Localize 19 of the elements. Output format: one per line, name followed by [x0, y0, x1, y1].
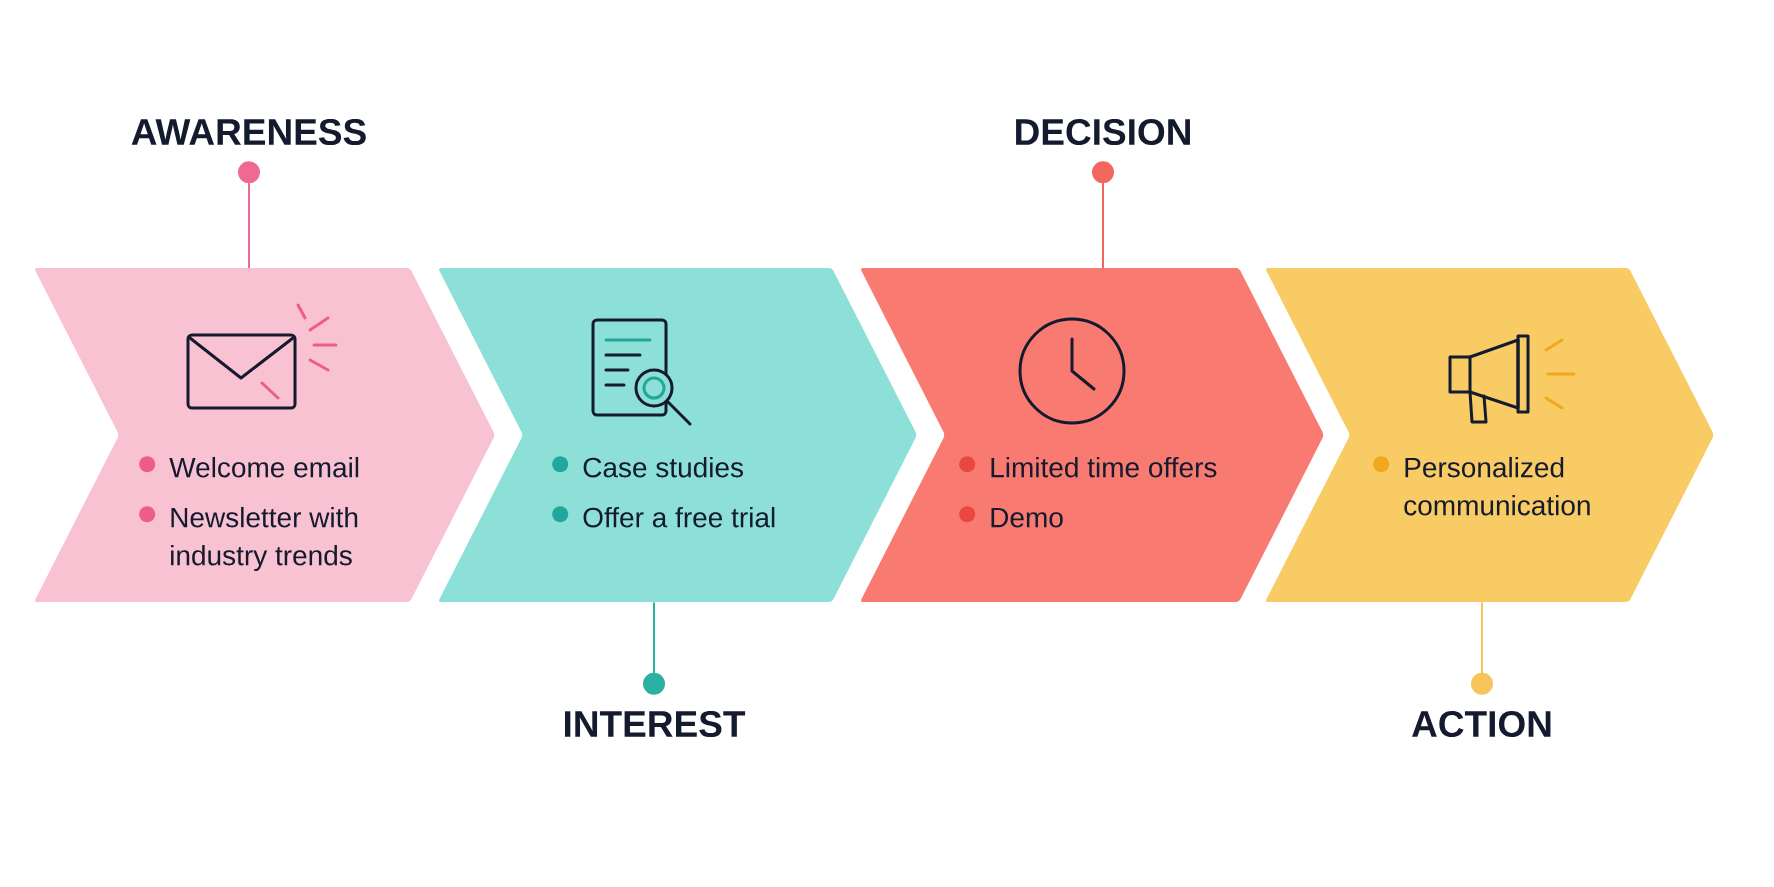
stage-banner	[439, 268, 917, 602]
bullet-text: Limited time offers	[991, 456, 1217, 478]
bullet-text: Case studies	[583, 456, 743, 478]
bullet-text: Offer a free trial	[583, 506, 775, 528]
leader-line	[1471, 601, 1493, 695]
bullet-text: Welcome email	[169, 456, 359, 478]
bullet-text: Demo	[991, 507, 1063, 528]
leader-line	[1092, 161, 1114, 269]
leader-line	[238, 161, 260, 269]
bullet-text: Newsletter with industry trends	[171, 506, 358, 571]
stage-heading: ACTION	[1412, 710, 1551, 738]
stage-banner	[35, 268, 495, 602]
stage-banner	[861, 268, 1324, 602]
leader-line	[643, 601, 665, 695]
bullet-text: Personalized communication	[1404, 456, 1590, 516]
stage-heading: INTEREST	[565, 710, 746, 738]
stage-banner	[1266, 268, 1714, 602]
stage-heading: DECISION	[1016, 118, 1190, 146]
stage-heading: AWARENESS	[131, 118, 366, 146]
